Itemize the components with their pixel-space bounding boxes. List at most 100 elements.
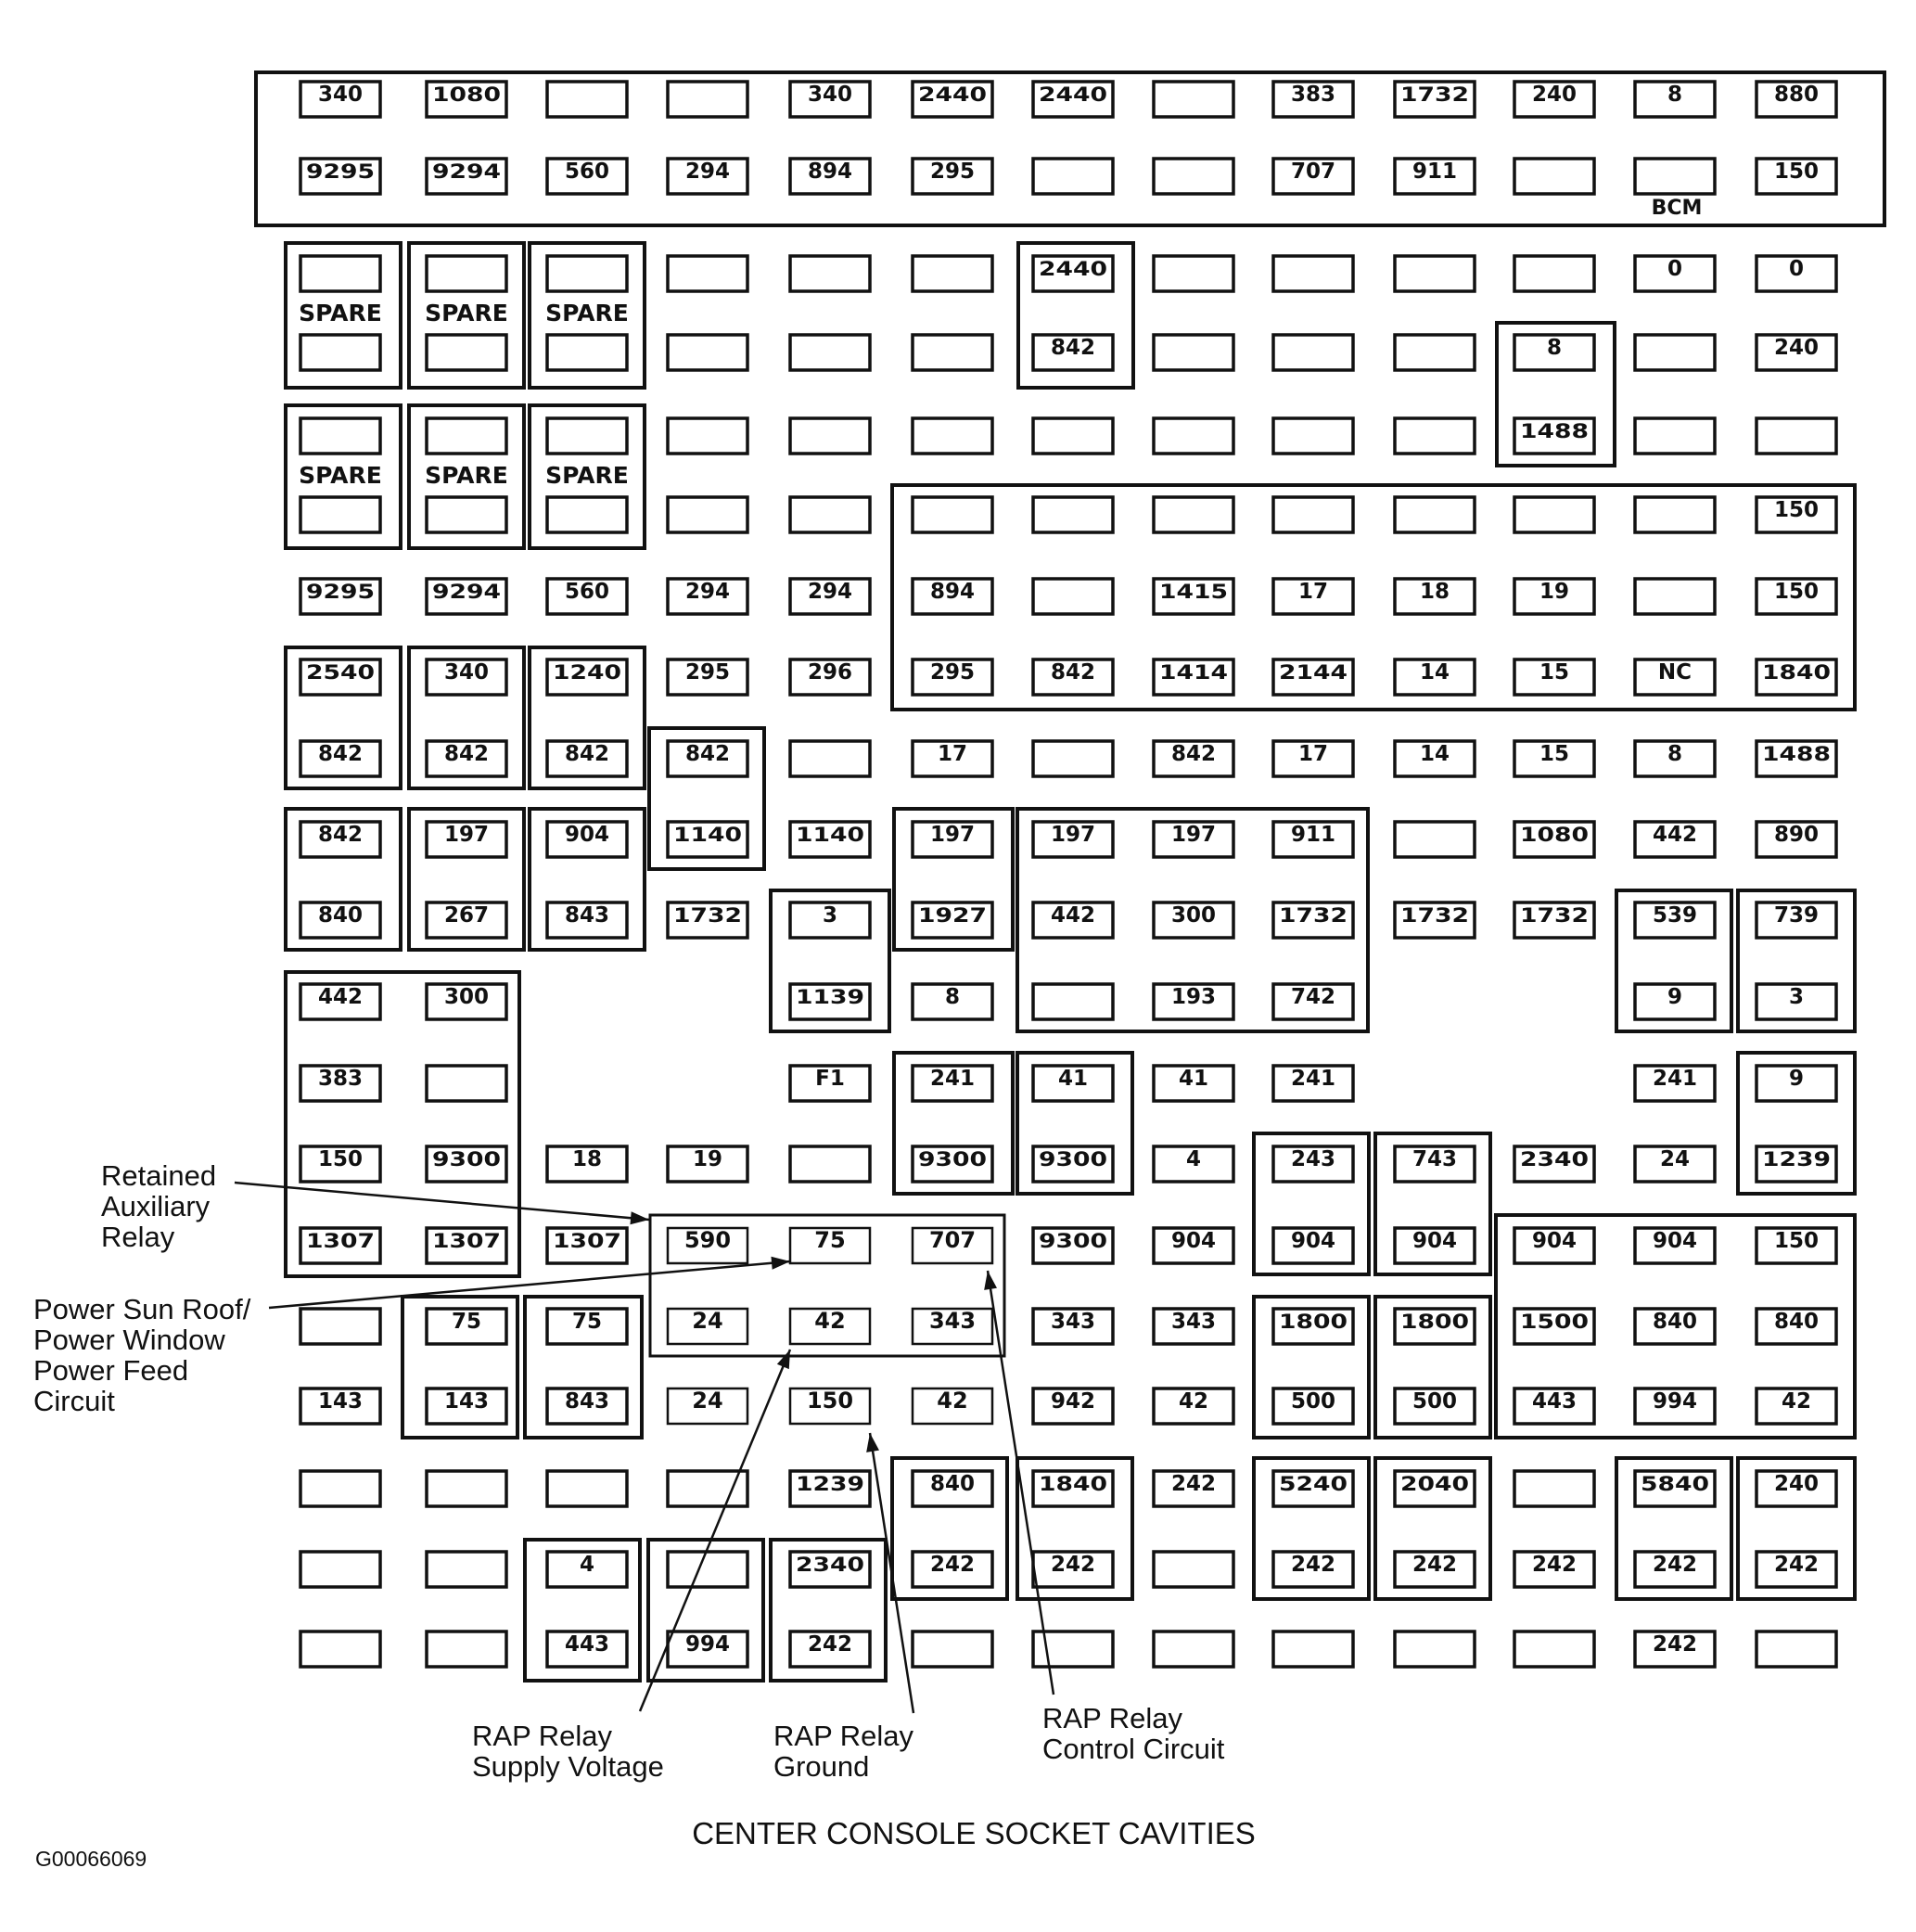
cavity-box xyxy=(425,1469,508,1508)
cavity-label: 904 xyxy=(1532,1229,1577,1253)
cavity-label: 143 xyxy=(318,1389,363,1414)
relay-frame xyxy=(1373,1295,1492,1439)
cavity-box xyxy=(299,1550,382,1589)
cavity-label: 560 xyxy=(565,580,609,604)
cavity-label: 150 xyxy=(1774,1229,1819,1253)
relay-frame xyxy=(407,403,526,550)
cavity-label: 42 xyxy=(937,1388,967,1414)
cavity-box xyxy=(1031,495,1115,534)
cavity-box xyxy=(666,1226,749,1265)
cavity-label: 890 xyxy=(1774,823,1819,847)
cavity-box xyxy=(545,416,629,455)
cavity-box xyxy=(1755,1550,1838,1589)
cavity-label: F1 xyxy=(815,1067,845,1091)
cavity-box xyxy=(425,416,508,455)
cavity-box xyxy=(1633,658,1717,697)
relay-frame xyxy=(1736,889,1857,1033)
cavity-label: 9 xyxy=(1789,1067,1804,1091)
cavity-box xyxy=(1633,1469,1717,1508)
cavity-box xyxy=(1755,820,1838,859)
cavity-box xyxy=(1271,416,1355,455)
cavity-box xyxy=(788,901,872,940)
relay-frame xyxy=(892,1051,1015,1196)
cavity-box xyxy=(1755,1469,1838,1508)
cavity-box xyxy=(425,495,508,534)
cavity-label: 9300 xyxy=(918,1148,987,1171)
cavity-box xyxy=(1393,1469,1476,1508)
spare-label: SPARE xyxy=(545,462,629,489)
cavity-box xyxy=(425,982,508,1021)
cavity-box xyxy=(545,820,629,859)
cavity-box xyxy=(1633,901,1717,940)
cavity-label: 590 xyxy=(684,1227,731,1253)
cavity-box xyxy=(1152,1630,1235,1669)
cavity-box xyxy=(545,1550,629,1589)
cavity-label: 242 xyxy=(1532,1553,1577,1577)
cavity-box xyxy=(1152,416,1235,455)
cavity-label: 150 xyxy=(1774,580,1819,604)
cavity-box xyxy=(299,1630,382,1669)
cavity-box xyxy=(666,1469,749,1508)
cavity-box xyxy=(299,495,382,534)
cavity-label: 242 xyxy=(930,1553,975,1577)
cavity-box xyxy=(911,495,994,534)
relay-frame xyxy=(523,1295,644,1439)
cavity-label: 1488 xyxy=(1762,743,1831,765)
cavity-box xyxy=(299,1226,382,1265)
cavity-box xyxy=(788,1630,872,1669)
cavity-box xyxy=(1755,1307,1838,1346)
cavity-box xyxy=(911,901,994,940)
cavity-label: 442 xyxy=(1653,823,1697,847)
cavity-label: 442 xyxy=(318,985,363,1009)
cavity-label: 241 xyxy=(930,1067,975,1091)
cavity-label: 8 xyxy=(1547,336,1562,360)
cavity-box xyxy=(1633,739,1717,778)
cavity-box xyxy=(1031,1469,1115,1508)
cavity-box xyxy=(911,1064,994,1103)
cavity-box xyxy=(788,254,872,293)
cavity-box xyxy=(1393,80,1476,119)
cavity-label: 242 xyxy=(1653,1632,1697,1657)
cavity-label: 1139 xyxy=(796,986,864,1008)
cavity-box xyxy=(1031,739,1115,778)
cavity-box xyxy=(299,901,382,940)
cavity-box xyxy=(1633,1387,1717,1426)
relay-frame xyxy=(528,403,646,550)
cavity-label: 5240 xyxy=(1279,1473,1348,1495)
cavity-box xyxy=(1152,1226,1235,1265)
relay-frame xyxy=(254,70,1886,227)
cavity-label: 1140 xyxy=(796,824,864,846)
relay-frame xyxy=(284,807,402,952)
cavity-box xyxy=(545,658,629,697)
cavity-label: 242 xyxy=(1653,1553,1697,1577)
cavity-box xyxy=(788,1387,872,1426)
cavity-box xyxy=(666,80,749,119)
callout-label: Supply Voltage xyxy=(472,1750,664,1783)
cavity-box xyxy=(1031,1064,1115,1103)
cavity-label: 904 xyxy=(1171,1229,1216,1253)
cavity-label: 242 xyxy=(1171,1472,1216,1496)
cavity-box xyxy=(1755,416,1838,455)
cavity-box xyxy=(1271,820,1355,859)
cavity-label: 343 xyxy=(1171,1310,1216,1334)
cavity-label: 9295 xyxy=(306,581,375,603)
cavity-box xyxy=(1271,1064,1355,1103)
cavity-box xyxy=(788,333,872,372)
cavity-box xyxy=(545,495,629,534)
cavity-box xyxy=(1755,982,1838,1021)
cavity-label: 294 xyxy=(685,160,730,184)
cavity-label: 17 xyxy=(1298,742,1328,766)
cavity-box xyxy=(788,1064,872,1103)
relay-frame xyxy=(769,1538,888,1683)
cavity-box xyxy=(911,1307,994,1346)
leader-line xyxy=(268,1260,791,1310)
cavity-box xyxy=(545,80,629,119)
cavity-label: 904 xyxy=(1412,1229,1457,1253)
cavity-label: 240 xyxy=(1774,1472,1819,1496)
cavity-box xyxy=(1031,1307,1115,1346)
callout-label: RAP Relay xyxy=(773,1720,914,1752)
cavity-box xyxy=(911,254,994,293)
spare-label: SPARE xyxy=(299,300,382,326)
